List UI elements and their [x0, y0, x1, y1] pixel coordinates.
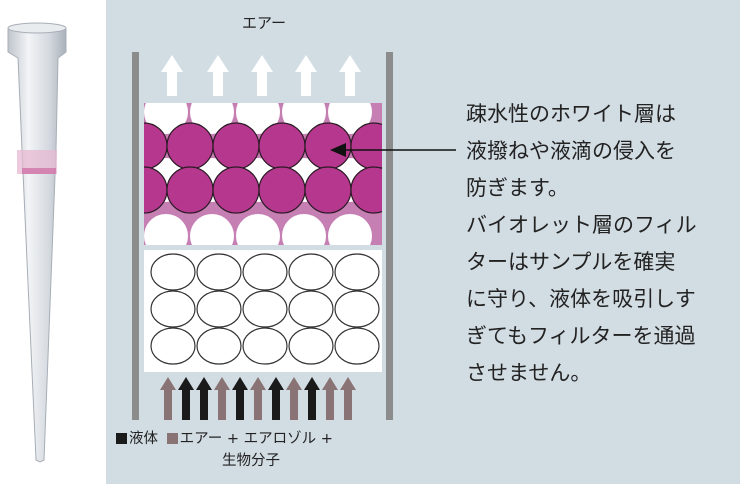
- white-particle: [190, 214, 234, 245]
- description-line: 疎水性のホワイト層は: [466, 102, 676, 126]
- description-line: ターはサンプルを確実: [466, 250, 676, 274]
- air-label: エアー: [241, 14, 287, 32]
- tube-wall-right: [386, 52, 393, 420]
- white-particle-outline: [242, 253, 288, 291]
- aerosol-arrow-icon: [286, 377, 302, 420]
- white-particle-outline: [242, 290, 288, 328]
- white-particle-outline: [334, 290, 380, 328]
- white-particle-outline: [196, 290, 242, 328]
- liquid-arrow-icon: [178, 377, 194, 420]
- violet-particle: [212, 166, 260, 214]
- air-arrow-icon: [207, 55, 229, 96]
- white-particle-outline: [288, 290, 334, 328]
- description-line: に守り、液体を吸引しす: [466, 287, 696, 311]
- liquid-arrow-icon: [196, 377, 212, 420]
- violet-particle: [144, 166, 168, 214]
- white-particle-outline: [196, 327, 242, 365]
- white-particle: [236, 214, 280, 245]
- pointer-arrow-icon: [330, 143, 346, 157]
- white-particle-outline: [288, 327, 334, 365]
- description-line: 液撥ねや液滴の侵入を: [466, 139, 676, 163]
- white-particle-outline: [150, 327, 196, 365]
- white-particle-outline: [150, 290, 196, 328]
- aerosol-arrow-icon: [250, 377, 266, 420]
- description-line: ぎてもフィルターを通過: [466, 324, 696, 348]
- legend-mix-label-2: 生物分子: [222, 453, 280, 469]
- description-line: バイオレット層のフィル: [466, 213, 697, 237]
- white-particle-outline: [288, 253, 334, 291]
- legend: 液体 エアー + エアロゾル + 生物分子: [116, 428, 426, 472]
- violet-layer: [144, 103, 382, 245]
- legend-mix-swatch: [166, 433, 178, 444]
- aerosol-arrow-icon: [340, 377, 356, 420]
- liquid-arrow-icon: [232, 377, 248, 420]
- pipette-tip-icon: [7, 22, 67, 463]
- tube-wall-left: [132, 52, 139, 420]
- description-line: させません。: [466, 361, 592, 385]
- white-particle: [282, 214, 326, 245]
- liquid-arrow-icon: [268, 377, 284, 420]
- liquid-arrow-icon: [304, 377, 320, 420]
- description-line: 防ぎます。: [466, 176, 569, 200]
- filter-diagram: [132, 52, 456, 420]
- legend-liquid-label: 液体: [129, 431, 158, 447]
- white-particle-outline: [334, 327, 380, 365]
- violet-particle: [258, 122, 306, 170]
- description: 疎水性のホワイト層は 液撥ねや液滴の侵入を 防ぎます。 バイオレット層のフィル …: [466, 96, 736, 392]
- violet-particle: [144, 122, 168, 170]
- white-particle-outline: [242, 327, 288, 365]
- aerosol-arrow-icon: [322, 377, 338, 420]
- violet-particle: [350, 166, 382, 214]
- violet-particle: [304, 166, 352, 214]
- violet-particle: [212, 122, 260, 170]
- violet-particle: [166, 166, 214, 214]
- white-particle-outline: [196, 253, 242, 291]
- aerosol-arrow-icon: [160, 377, 176, 420]
- legend-mix-label: エアー + エアロゾル +: [179, 431, 333, 447]
- aerosol-arrow-icon: [214, 377, 230, 420]
- white-particle: [144, 214, 188, 245]
- violet-particle: [258, 166, 306, 214]
- diagram-panel: エアー 疎水性のホワイト層は 液撥ねや液滴の侵入を 防ぎます。 バイオレット層の…: [106, 0, 740, 484]
- air-arrow-icon: [339, 55, 361, 96]
- white-particle-outline: [334, 253, 380, 291]
- air-arrow-icon: [295, 55, 317, 96]
- legend-liquid-swatch: [116, 433, 127, 444]
- air-arrow-icon: [161, 55, 183, 96]
- violet-particle: [166, 122, 214, 170]
- air-arrow-icon: [251, 55, 273, 96]
- white-particle-outline: [150, 253, 196, 291]
- white-particle: [328, 214, 372, 245]
